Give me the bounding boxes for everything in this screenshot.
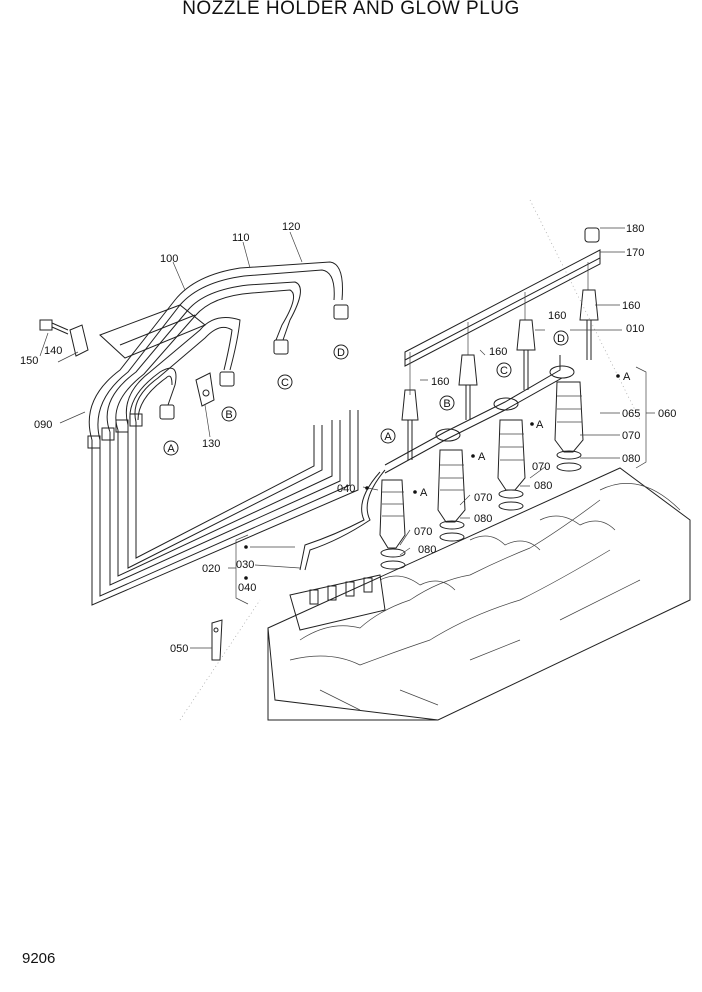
watermark-dots (179, 199, 641, 721)
callout-080-a: 080 (418, 544, 436, 556)
callout-070-d: 070 (622, 430, 640, 442)
callout-030: 030 (236, 559, 254, 571)
diagram-title: NOZZLE HOLDER AND GLOW PLUG (182, 0, 520, 19)
callout-065: 065 (622, 408, 640, 420)
ref-C-holder: C (500, 365, 508, 377)
reference-circles (163, 330, 569, 456)
ref-A-holder: A (384, 431, 392, 443)
leader-lines (39, 227, 655, 649)
callout-050: 050 (170, 643, 188, 655)
callout-010: 010 (626, 323, 644, 335)
point-A-2: A (478, 451, 486, 463)
callout-160-c: 160 (548, 310, 566, 322)
glow-plug-bus-bar (404, 227, 601, 395)
callout-080-b: 080 (474, 513, 492, 525)
pipe-clamp (99, 304, 206, 359)
ref-D-pipe: D (337, 347, 345, 359)
callout-labels: 120 110 100 150 140 090 130 180 170 160 … (20, 221, 676, 655)
callout-020: 020 (202, 563, 220, 575)
callout-110: 110 (232, 232, 250, 244)
cylinder-head (267, 467, 691, 721)
callout-180: 180 (626, 223, 644, 235)
reference-letters: D C B A A B C D (167, 333, 565, 455)
ref-C-pipe: C (281, 377, 289, 389)
callout-070-a: 070 (414, 526, 432, 538)
callout-160-d: 160 (622, 300, 640, 312)
ref-B-pipe: B (225, 409, 232, 421)
callout-120: 120 (282, 221, 300, 233)
page-number: 9206 (22, 950, 56, 967)
callout-060: 060 (658, 408, 676, 420)
point-A-1: A (420, 487, 428, 499)
callout-160-b: 160 (489, 346, 507, 358)
callout-160-a: 160 (431, 376, 449, 388)
callout-070-b: 070 (474, 492, 492, 504)
nozzle-holders (379, 381, 584, 570)
point-labels: A A A A (420, 371, 631, 499)
ref-A-pipe: A (167, 443, 175, 455)
callout-040-top: 040 (337, 483, 355, 495)
callout-140: 140 (44, 345, 62, 357)
point-markers (244, 374, 620, 580)
point-A-4: A (623, 371, 631, 383)
callout-080-d: 080 (622, 453, 640, 465)
callout-150: 150 (20, 355, 38, 367)
callout-070-c: 070 (532, 461, 550, 473)
callout-080-c: 080 (534, 480, 552, 492)
pipe-nuts (87, 304, 349, 449)
bolt-and-clip (39, 319, 215, 407)
callout-040-bottom: 040 (238, 582, 256, 594)
ref-D-holder: D (557, 333, 565, 345)
point-A-3: A (536, 419, 544, 431)
callout-130: 130 (202, 438, 220, 450)
callout-100: 100 (160, 253, 178, 265)
callout-170: 170 (626, 247, 644, 259)
ref-B-holder: B (443, 398, 450, 410)
glow-plugs (401, 289, 599, 460)
injection-pipes (88, 261, 359, 606)
callout-090: 090 (34, 419, 52, 431)
